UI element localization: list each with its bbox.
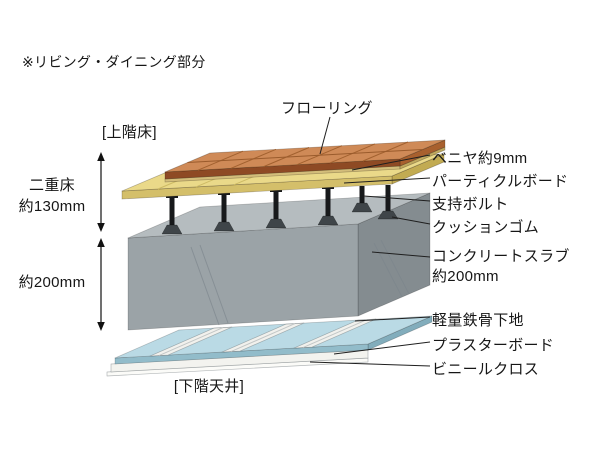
concrete-texture-line (190, 246, 220, 326)
leader-steel-base (354, 316, 431, 322)
label-concrete-slab: コンクリートスラブ 約200mm (432, 247, 570, 287)
support-bolt-cap (322, 186, 334, 189)
concrete-texture-line (199, 244, 229, 324)
flooring-panel (164, 139, 446, 180)
concrete-slab-top-face (127, 192, 431, 239)
steel-channel-groove (302, 319, 368, 349)
leader-lines (309, 116, 431, 367)
dimension-slab-size: 約200mm (18, 274, 86, 291)
support-bolt-cap (166, 195, 178, 198)
arrow-down-icon (97, 322, 105, 331)
cushion-rubber-foot (351, 202, 373, 213)
steel-channel-groove (158, 327, 224, 357)
concrete-slab (127, 192, 431, 331)
concrete-texture-line (373, 242, 403, 298)
leader-veneer (351, 154, 431, 171)
leader-particle-board (343, 177, 431, 184)
ceiling-assembly (106, 315, 433, 377)
arrow-up-icon (97, 238, 105, 247)
support-bolt-cap (218, 192, 230, 195)
dimension-double-floor-size: 約130mm (18, 198, 86, 215)
leader-concrete-slab (371, 251, 431, 258)
area-note: ※リビング・ダイニング部分 (22, 54, 206, 70)
leader-flooring (319, 116, 331, 155)
label-plaster-board: プラスターボード (432, 337, 555, 354)
dimension-arrows (97, 152, 105, 331)
label-vinyl-cloth: ビニールクロス (432, 361, 540, 378)
steel-channel-groove (230, 323, 296, 353)
label-flooring: フローリング (281, 100, 373, 117)
arrow-down-icon (97, 223, 105, 232)
cushion-rubber-foot (317, 215, 339, 226)
support-bolt-shaft (169, 196, 175, 225)
label-particle-board: パーティクルボード (432, 173, 569, 190)
support-bolt-shaft (221, 193, 227, 222)
support-bolt-shaft (325, 187, 331, 216)
leader-support-bolt (363, 195, 431, 202)
cushion-rubber-foot (213, 221, 235, 232)
label-veneer: ベニヤ約9mm (432, 150, 528, 167)
leader-cushion-rubber (391, 216, 431, 225)
label-cushion-rubber: クッションゴム (432, 219, 540, 236)
label-lower-ceiling: [下階天井] (173, 378, 245, 395)
leader-plaster-board (333, 341, 431, 355)
steel-channels (149, 318, 377, 357)
cushion-rubber-foot (161, 224, 183, 235)
concrete-slab-front-face (127, 223, 359, 331)
support-bolt-shaft (273, 190, 279, 219)
label-steel-base: 軽量鉄骨下地 (432, 312, 524, 329)
flooring-seam-line (187, 149, 423, 163)
support-bolt-shaft (359, 186, 365, 203)
concrete-texture-line (380, 239, 410, 295)
label-concrete-slab-size: 約200mm (432, 268, 499, 285)
label-upper-floor: [上階床] (102, 124, 157, 141)
cushion-rubber-foot (265, 218, 287, 229)
dimension-double-floor-name: 二重床 (29, 177, 75, 194)
arrow-up-icon (97, 152, 105, 161)
support-bolt-cap (270, 189, 282, 192)
dimension-double-floor: 二重床 約130mm (4, 175, 100, 217)
leader-vinyl-cloth (309, 361, 431, 367)
label-support-bolt: 支持ボルト (432, 196, 509, 213)
label-concrete-slab-name: コンクリートスラブ (432, 248, 570, 265)
